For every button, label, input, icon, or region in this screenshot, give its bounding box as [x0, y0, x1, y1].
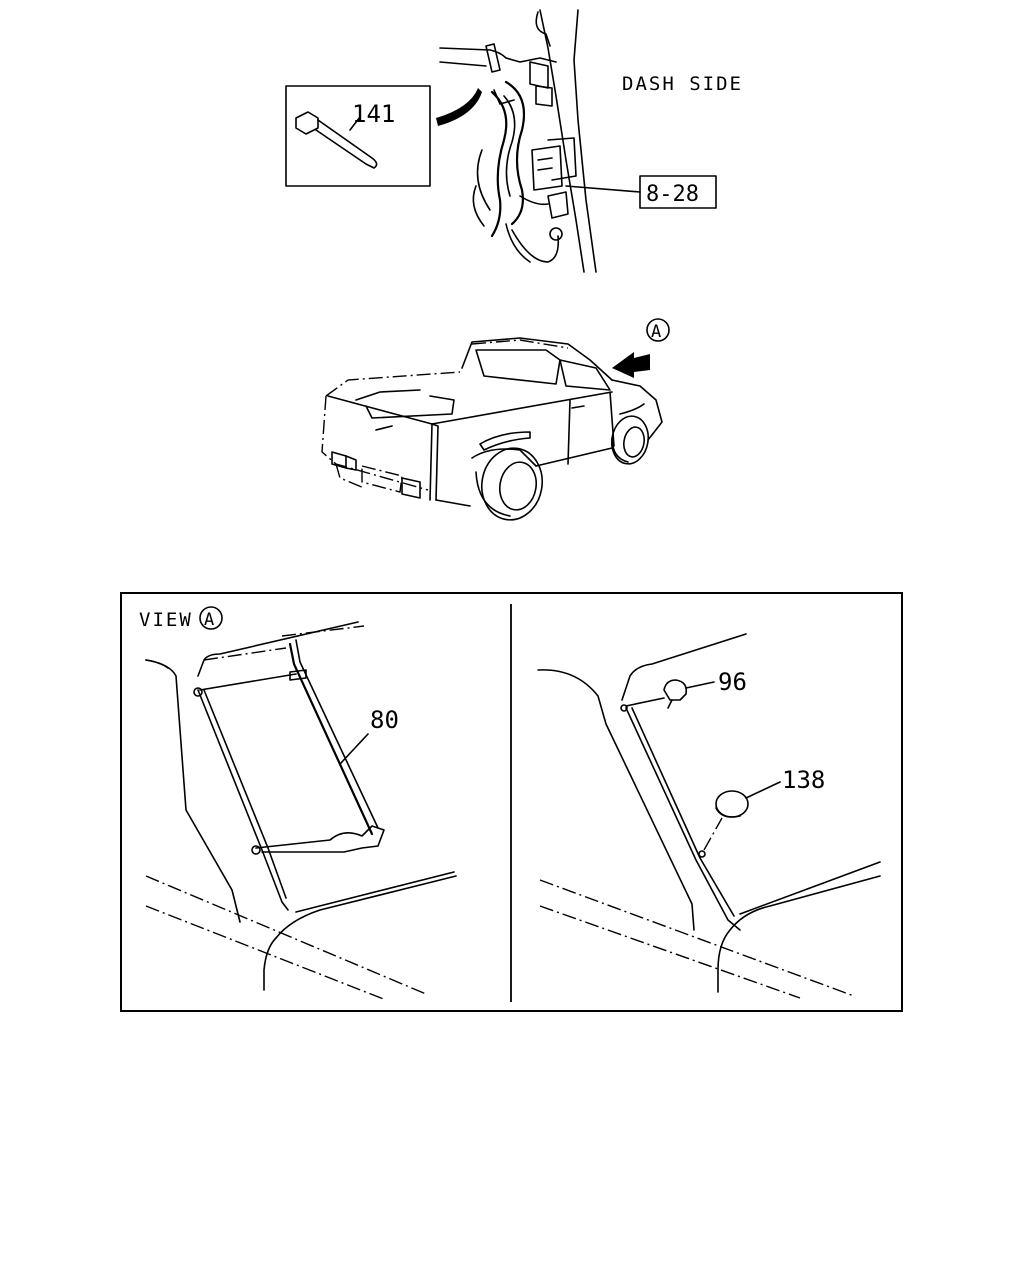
- ref-box-8-28: [639, 175, 717, 209]
- tie-strap-pointer: [436, 88, 482, 126]
- callout-141: 141: [352, 100, 395, 128]
- view-marker-circle: [646, 318, 670, 342]
- tie-strap-inset: [285, 85, 431, 187]
- view-arrow: [612, 352, 650, 378]
- callout-96: 96: [718, 668, 747, 696]
- dash-side-label: DASH SIDE: [622, 73, 743, 95]
- view-a-frame: VIEW A: [120, 592, 903, 1012]
- view-a-title-circle: [199, 606, 223, 630]
- view-marker-label: A: [651, 322, 661, 342]
- view-a-border: [120, 592, 903, 1012]
- cable-tie-illustration: [295, 111, 378, 169]
- view-a-title: VIEW: [139, 609, 193, 631]
- view-a-title-circle-label: A: [204, 610, 214, 630]
- pickup-truck-illustration: A: [321, 318, 670, 521]
- callout-138: 138: [782, 766, 825, 794]
- view-a-left-panel: 80: [145, 621, 457, 1001]
- dash-side-harness-detail: 141 8-28 DASH SIDE: [285, 9, 743, 273]
- view-a-right-panel: 96 138: [537, 633, 881, 999]
- callout-80: 80: [370, 706, 399, 734]
- ref-label-8-28: 8-28: [646, 182, 699, 207]
